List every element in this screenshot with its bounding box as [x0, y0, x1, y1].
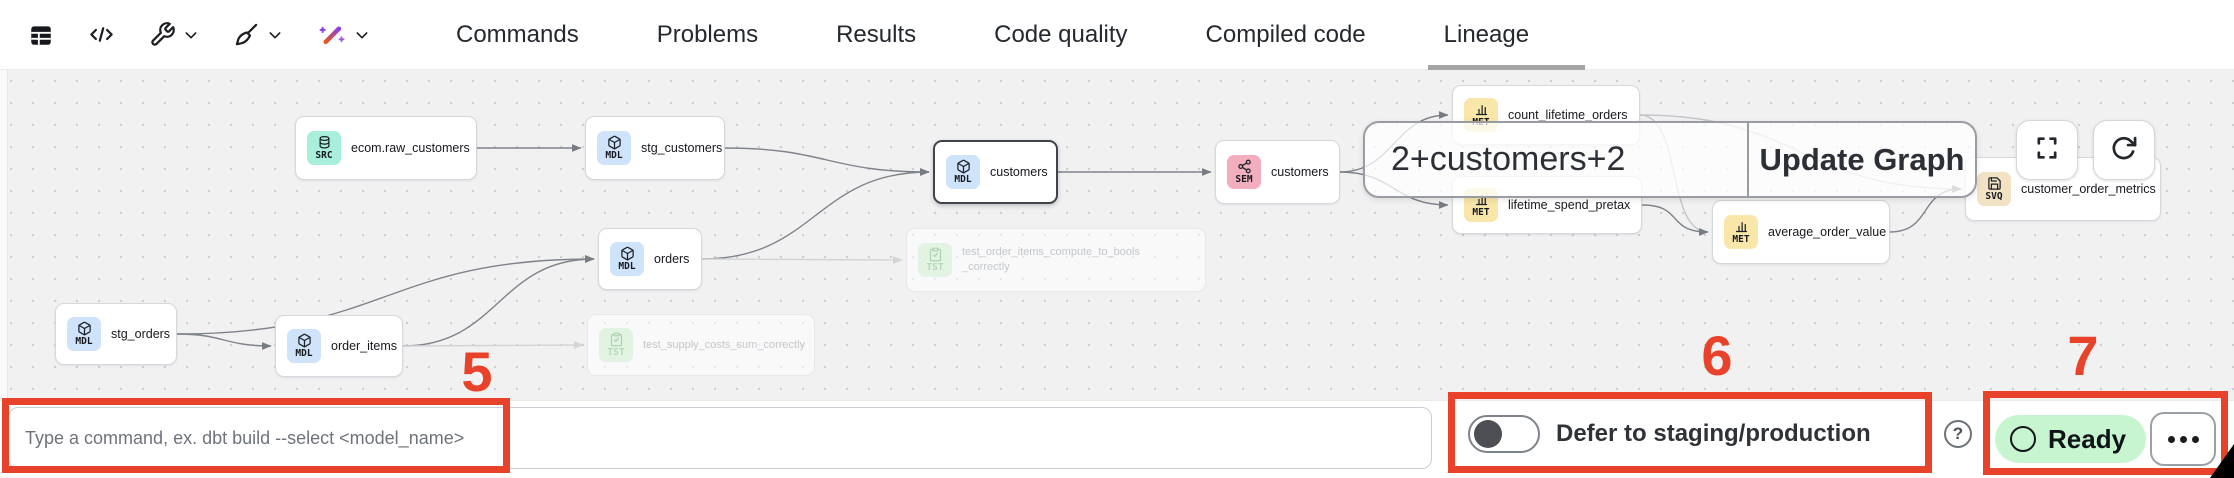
share-nodes-icon: SEM — [1227, 155, 1261, 189]
selector-input[interactable]: 2+customers+2 — [1391, 140, 1626, 178]
cube-icon: MDL — [287, 329, 321, 363]
table-icon[interactable] — [28, 22, 54, 48]
command-bar: Defer to staging/production ? Ready — [0, 400, 2234, 478]
clipboard-check-icon: TST — [599, 328, 633, 362]
status-circle-icon — [2010, 426, 2036, 452]
node-label: lifetime_spend_pretax — [1508, 197, 1631, 212]
node-label: test_order_items_compute_to_bools _corre… — [962, 246, 1140, 273]
lineage-node-customers_sem[interactable]: SEM customers — [1215, 140, 1340, 204]
database-icon: SRC — [307, 131, 341, 165]
broom-icon — [233, 21, 260, 48]
floppy-icon: SVQ — [1977, 172, 2011, 206]
chevron-down-icon — [354, 27, 370, 43]
lineage-node-tst_order_items[interactable]: TST test_order_items_compute_to_bools _c… — [906, 228, 1206, 292]
node-label: average_order_value — [1768, 224, 1887, 239]
tab-commands[interactable]: Commands — [456, 20, 579, 48]
clean-tools-dropdown[interactable] — [233, 21, 283, 48]
tab-results[interactable]: Results — [836, 20, 917, 48]
lineage-node-src_raw_customers[interactable]: SRC ecom.raw_customers — [295, 116, 477, 180]
node-label: count_lifetime_orders — [1508, 107, 1628, 122]
node-label: ecom.raw_customers — [351, 140, 470, 155]
status-badge[interactable]: Ready — [1995, 415, 2147, 463]
clipboard-check-icon: TST — [918, 243, 952, 277]
toggle-knob — [1474, 420, 1502, 448]
lineage-node-stg_orders[interactable]: MDL stg_orders — [55, 303, 177, 365]
defer-label: Defer to staging/production — [1556, 420, 1871, 447]
lineage-node-stg_customers[interactable]: MDL stg_customers — [585, 116, 725, 180]
panel-tabs: Commands Problems Results Code quality Compi… — [456, 0, 1586, 70]
question-circle-icon[interactable]: ? — [1944, 420, 1972, 448]
fullscreen-icon — [2033, 134, 2061, 167]
node-label: order_items — [331, 338, 397, 353]
status-label: Ready — [2048, 423, 2127, 454]
cube-icon: MDL — [67, 317, 101, 351]
node-label: stg_customers — [641, 140, 723, 155]
defer-toggle[interactable] — [1468, 415, 1540, 453]
lineage-node-orders[interactable]: MDL orders — [598, 228, 702, 290]
chevron-down-icon — [267, 27, 283, 43]
editor-toolbar — [28, 20, 370, 50]
refresh-button[interactable] — [2093, 120, 2155, 180]
node-label: test_supply_costs_sum_correctly — [643, 338, 806, 351]
command-input[interactable] — [8, 407, 1432, 469]
lineage-selector: 2+customers+2 Update Graph — [1363, 121, 1977, 198]
lineage-node-tst_supply[interactable]: TST test_supply_costs_sum_correctly — [587, 314, 815, 376]
cube-icon: MDL — [946, 155, 980, 189]
lineage-node-average_order_value[interactable]: MET average_order_value — [1712, 200, 1890, 264]
node-label: stg_orders — [111, 326, 171, 341]
code-icon[interactable] — [88, 21, 115, 48]
node-label: orders — [654, 251, 690, 266]
build-tools-dropdown[interactable] — [149, 21, 199, 48]
update-graph-button[interactable]: Update Graph — [1747, 123, 1975, 196]
cube-icon: MDL — [597, 131, 631, 165]
tab-lineage[interactable]: Lineage — [1427, 0, 1586, 70]
lineage-node-customers_mdl[interactable]: MDL customers — [933, 140, 1058, 204]
tab-problems[interactable]: Problems — [656, 20, 759, 48]
bar-chart-icon: MET — [1724, 215, 1758, 249]
node-label: customers — [990, 164, 1048, 179]
graph-left-gutter — [0, 70, 8, 400]
wand-icon — [317, 20, 347, 50]
wrench-icon — [149, 21, 176, 48]
more-options-button[interactable] — [2150, 412, 2216, 466]
chevron-down-icon — [183, 27, 199, 43]
header-bar: Commands Problems Results Code quality Compi… — [0, 0, 2234, 70]
lineage-node-order_items[interactable]: MDL order_items — [275, 315, 403, 377]
tab-code-quality[interactable]: Code quality — [994, 20, 1128, 48]
tab-compiled-code[interactable]: Compiled code — [1205, 20, 1366, 48]
refresh-icon — [2110, 134, 2138, 167]
cube-icon: MDL — [610, 242, 644, 276]
fullscreen-button[interactable] — [2016, 120, 2078, 180]
ellipsis-icon — [2167, 435, 2199, 443]
node-label: customers — [1271, 164, 1329, 179]
ai-assist-dropdown[interactable] — [317, 20, 370, 50]
node-label: customer_order_metrics — [2021, 181, 2156, 196]
